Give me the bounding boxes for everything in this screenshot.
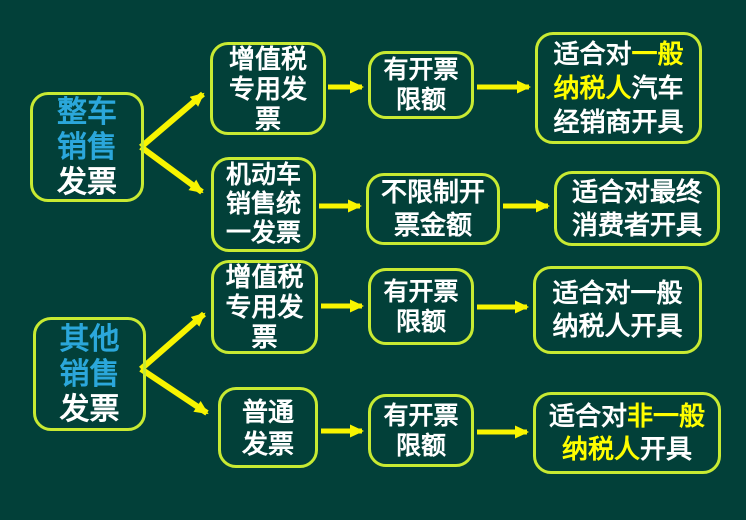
node-line: 经销商开具 [553,107,684,137]
node-line: 增值税 [225,262,304,292]
node-line: 发票 [241,428,294,459]
node-line: 纳税人开具 [561,434,693,464]
node-vat-special-invoice-1: 增值税 专用发 票 [210,42,326,135]
node-line: 有开票 [383,56,459,84]
node-line: 专用发 [228,73,307,104]
node-line: 限额 [395,86,446,114]
node-line: 其他 [59,322,120,356]
node-line: 适合对一般 [552,278,683,308]
node-suitable-final-consumer: 适合对最终 消费者开具 [554,171,720,246]
arrow-source1-up [139,91,205,150]
node-no-invoice-limit: 不限制开 票金额 [366,173,500,245]
node-line: 销售 [57,130,117,164]
arrow-source1-down [139,144,204,195]
node-invoice-limit-2: 有开票 限额 [368,268,474,345]
node-invoice-limit-3: 有开票 限额 [368,394,474,467]
node-line: 限额 [395,431,446,460]
highlighted-text: 非一般 [627,401,706,431]
node-ordinary-invoice: 普通 发票 [218,387,318,468]
node-suitable-general-taxpayer: 适合对一般 纳税人开具 [533,266,702,354]
node-vat-special-invoice-2: 增值税 专用发 票 [211,260,318,354]
node-motor-vehicle-unified-invoice: 机动车 销售统 一发票 [211,157,316,252]
node-line: 票 [254,103,281,134]
node-line: 销售 [59,357,120,391]
node-line: 发票 [57,165,117,199]
node-line: 票 [251,322,278,352]
node-line: 机动车 [225,161,301,189]
node-line: 有开票 [383,277,459,306]
node-line: 一发票 [225,219,301,247]
node-line: 票金额 [393,210,472,240]
node-invoice-limit-1: 有开票 限额 [368,51,474,119]
node-line: 有开票 [383,401,459,430]
arrow-source2-down [139,366,209,416]
node-other-sales-invoice: 其他 销售 发票 [33,317,146,431]
node-line: 适合对一般 [553,39,684,69]
node-line: 普通 [241,396,294,427]
node-line: 纳税人开具 [552,311,683,341]
node-line: 不限制开 [380,177,485,207]
node-line: 消费者开具 [571,209,702,240]
highlighted-text: 一般 [631,39,684,69]
highlighted-text: 纳税人 [553,73,632,103]
node-line: 适合对非一般 [548,401,706,431]
node-line: 适合对最终 [571,176,702,207]
node-line: 销售统 [225,190,301,218]
node-line: 专用发 [225,292,304,322]
node-line: 增值税 [228,43,307,74]
node-suitable-general-taxpayer-dealer: 适合对一般 纳税人汽车 经销商开具 [535,32,702,144]
node-line: 整车 [57,95,117,129]
node-line: 限额 [395,307,446,336]
highlighted-text: 纳税人 [561,434,640,464]
node-line: 纳税人汽车 [553,73,684,103]
node-suitable-non-general-taxpayer: 适合对非一般 纳税人开具 [533,392,721,474]
arrow-source2-up [139,311,206,372]
node-whole-vehicle-sales-invoice: 整车 销售 发票 [30,92,144,202]
node-line: 发票 [59,392,120,426]
